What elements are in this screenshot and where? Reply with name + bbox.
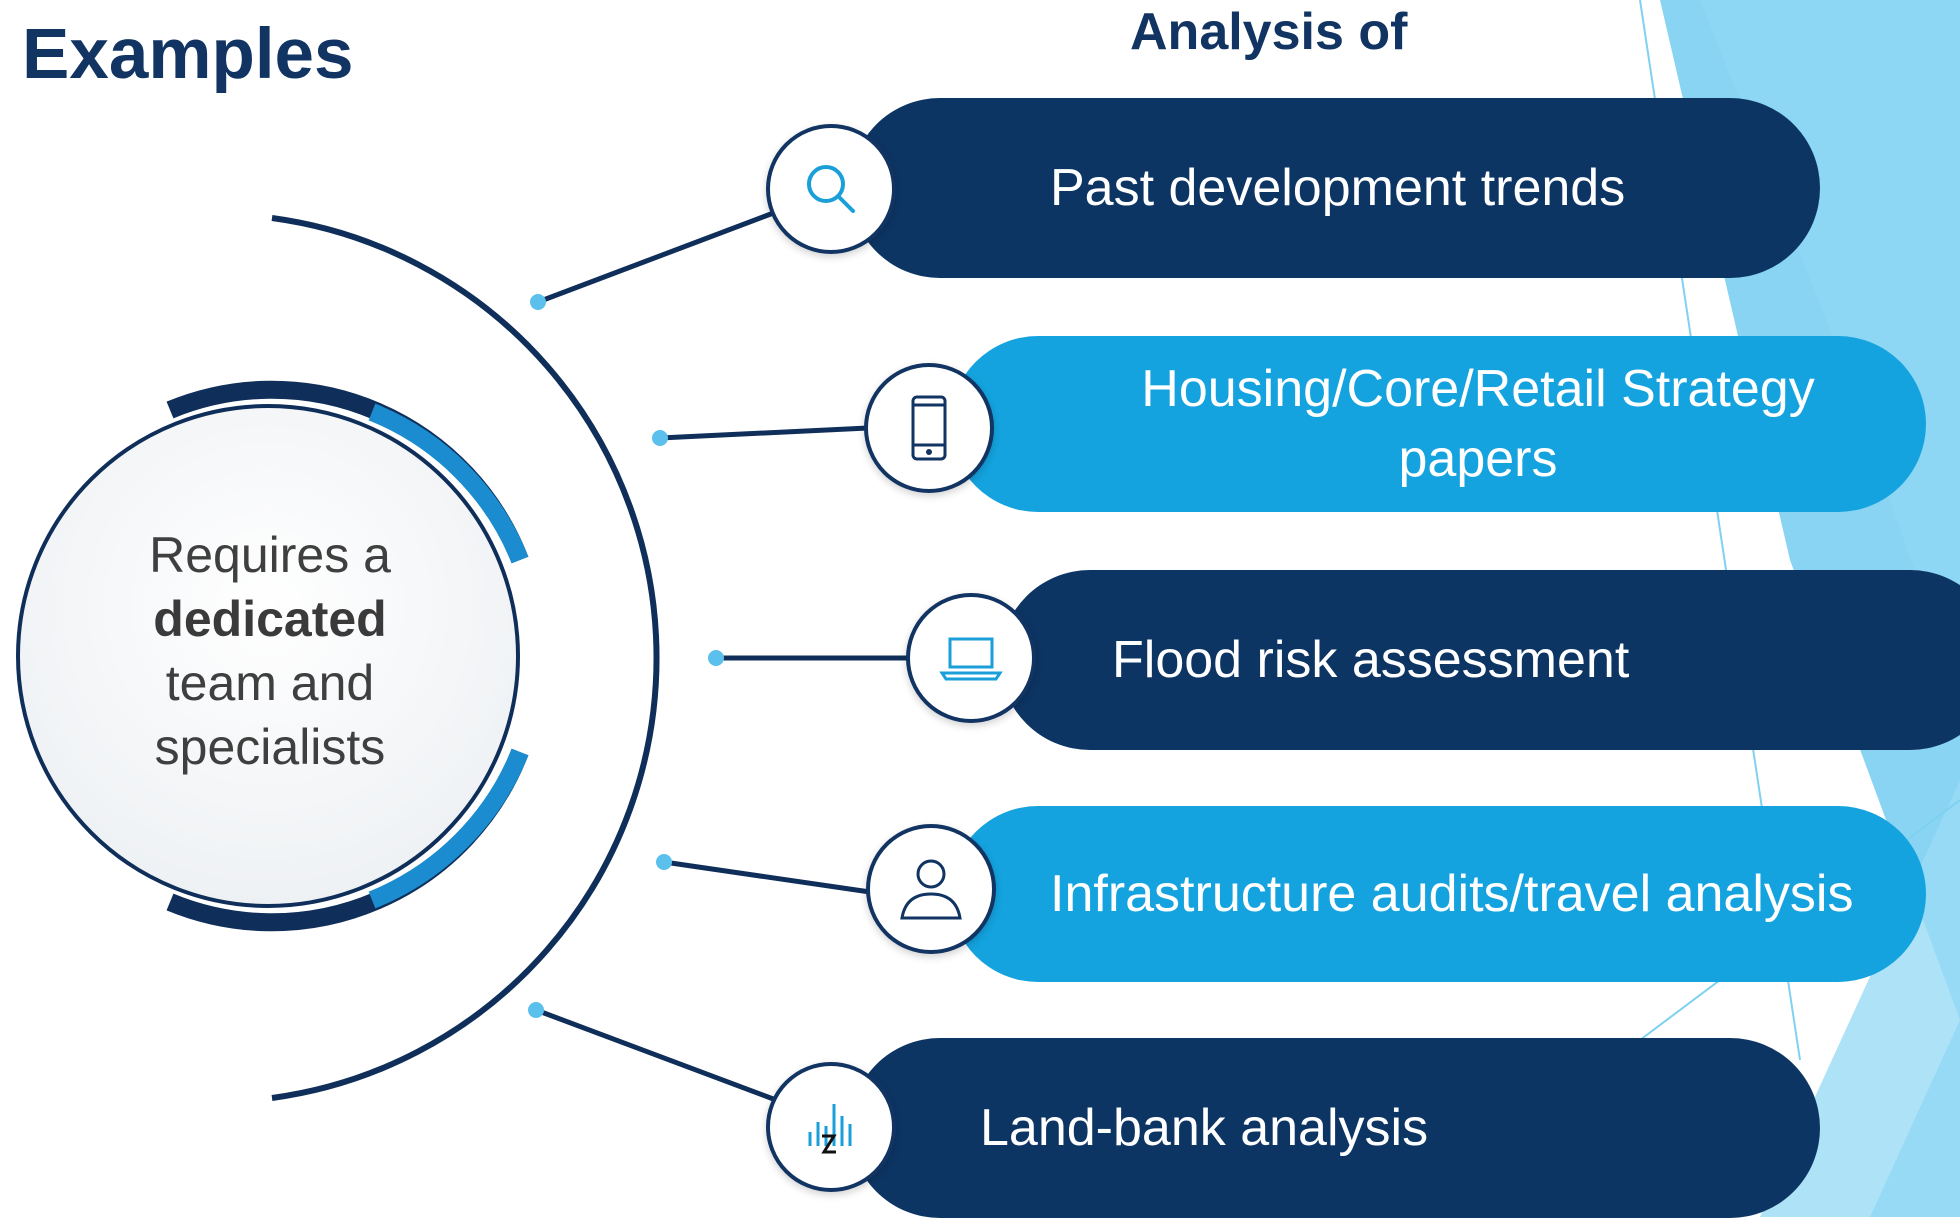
outer-arc [271,215,660,1101]
bar-chart-icon-badge [766,1062,896,1192]
smartphone-icon [911,395,947,461]
connector-dot-4 [656,854,672,870]
center-line-3: team and [165,655,375,711]
center-ring-top-accent [368,403,529,564]
center-line-4: specialists [154,719,386,775]
item-label: Land-bank analysis [980,1098,1429,1157]
center-circle [16,404,520,908]
connector-2 [659,425,869,441]
slide-title: Examples [22,15,354,94]
item-infrastructure-audits: Infrastructure audits/travel analysis [950,806,1926,982]
smartphone-icon-badge [864,363,994,493]
search-icon [807,165,855,213]
item-label-line-1: Housing/Core/Retail Strategy [1141,359,1815,418]
item-land-bank-analysis: Land-bank analysis [850,1038,1820,1218]
center-line-2: dedicated [153,591,387,647]
section-heading: Analysis of [1130,3,1408,61]
connector-dot-3 [708,650,724,666]
item-label-line-2: papers [1398,430,1558,488]
center-statement: Requires a dedicated team and specialist… [90,523,450,779]
center-ring-bottom-accent [368,748,529,909]
item-label: Flood risk assessment [1112,630,1630,689]
user-icon-badge [866,824,996,954]
connector-1 [537,209,777,305]
connector-dot-5 [528,1002,544,1018]
connector-5 [535,1007,777,1103]
item-label: Infrastructure audits/travel analysis [1050,864,1854,923]
item-housing-strategy-papers: Housing/Core/Retail Strategy papers [950,336,1926,512]
item-past-development-trends: Past development trends [850,98,1820,278]
bar-chart-icon [808,1104,852,1154]
connector-dot-1 [530,294,546,310]
laptop-icon [939,637,1003,681]
item-label: Past development trends [1050,158,1626,217]
laptop-icon-badge [906,593,1036,723]
user-icon [900,859,962,920]
search-icon-badge [766,124,896,254]
connector-4 [663,859,871,895]
item-flood-risk-assessment: Flood risk assessment [1000,570,1960,750]
connector-dot-2 [652,430,668,446]
center-line-1: Requires a [149,527,391,583]
